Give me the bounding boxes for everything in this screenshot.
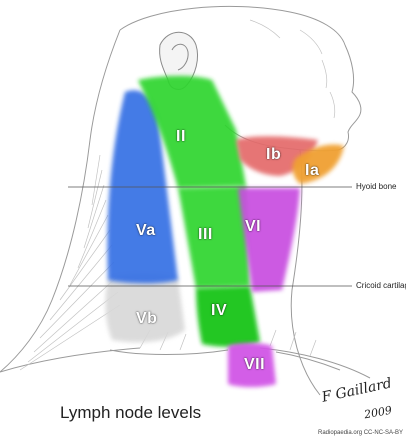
label-level-vi: VI bbox=[245, 218, 261, 236]
label-level-ib: Ib bbox=[266, 146, 281, 164]
hyoid-bone-label: Hyoid bone bbox=[356, 182, 396, 191]
level-iii-region bbox=[178, 186, 250, 288]
label-level-iii: III bbox=[198, 226, 213, 244]
label-level-va: Va bbox=[136, 222, 156, 240]
label-level-vb: Vb bbox=[136, 310, 157, 328]
clavicle-sketch bbox=[110, 350, 340, 370]
level-iv-region bbox=[196, 286, 260, 347]
label-level-vii: VII bbox=[244, 356, 265, 374]
label-level-iv: IV bbox=[211, 302, 227, 320]
cricoid-cartilage-label: Cricoid cartilag bbox=[356, 281, 406, 290]
label-level-ia: Ia bbox=[305, 162, 319, 180]
credit-line: Radiopaedia.org CC-NC-SA-BY bbox=[318, 430, 403, 436]
level-vb-region bbox=[105, 274, 185, 343]
diagram-title: Lymph node levels bbox=[60, 403, 201, 423]
label-level-ii: II bbox=[176, 128, 186, 146]
